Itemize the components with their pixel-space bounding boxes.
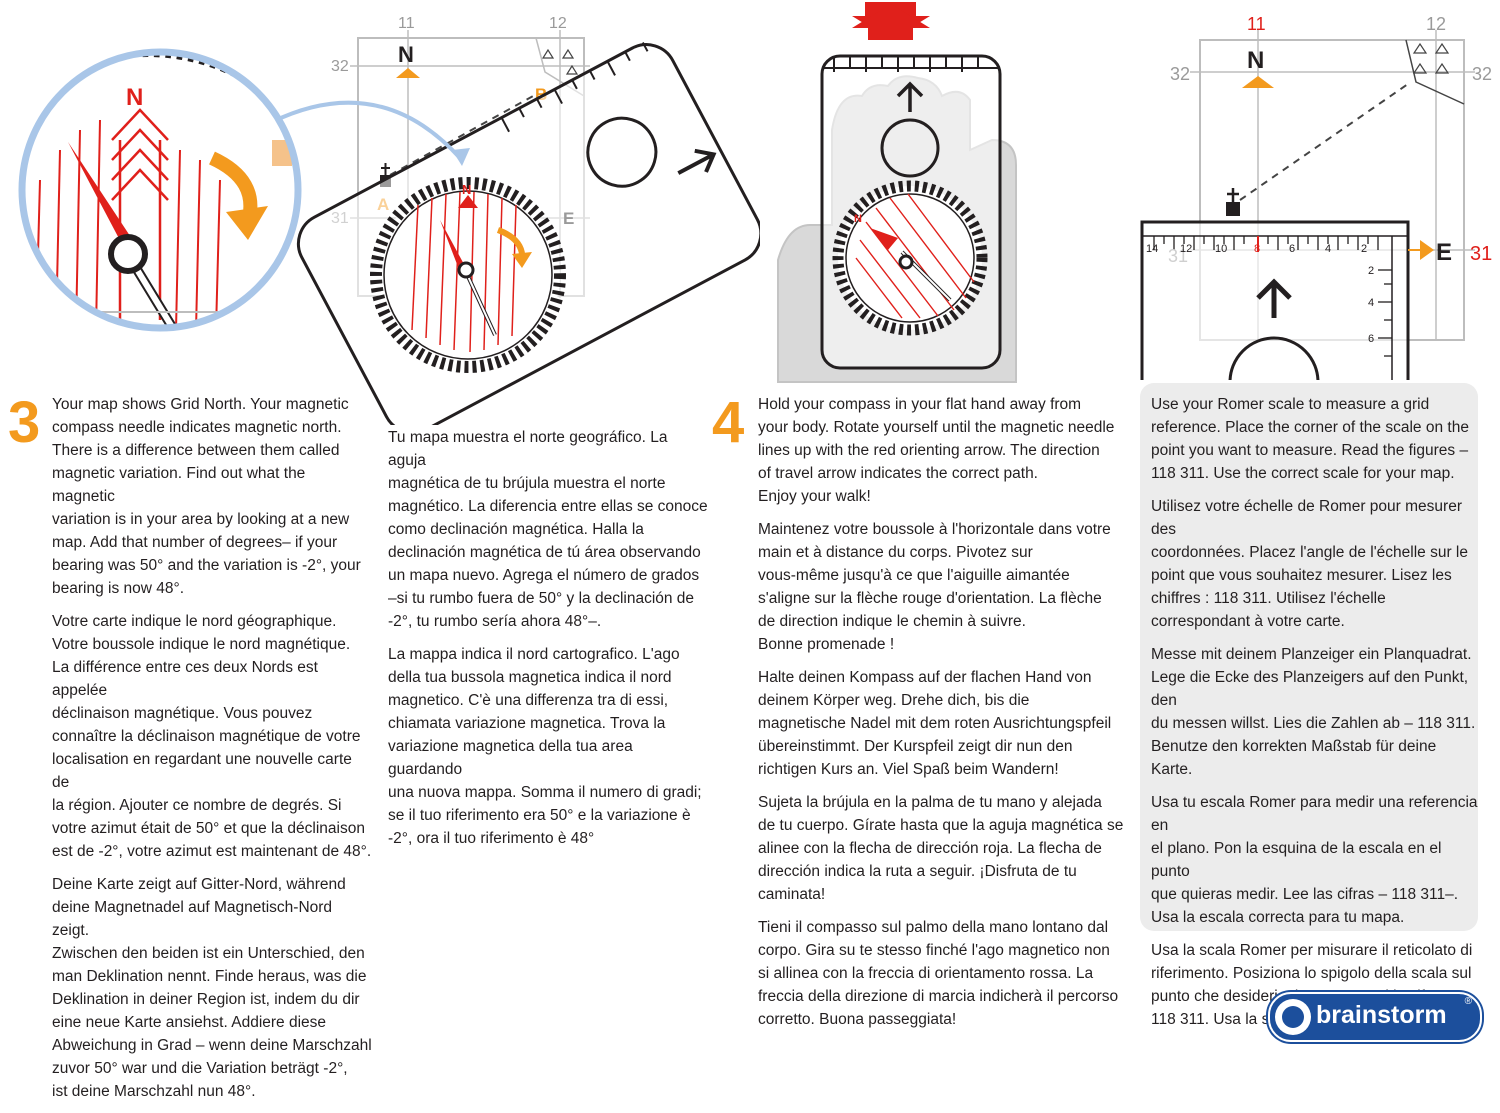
scale-label-10: 10: [1215, 243, 1227, 255]
romer-text-es: Usa tu escala Romer para medir una refer…: [1151, 794, 1478, 926]
scale-label-2: 2: [1361, 243, 1367, 255]
figure-hand-compass: N: [777, 2, 1017, 383]
scale-label-4: 4: [1325, 243, 1331, 255]
step3-text-it: La mappa indica il nord cartografico. L'…: [388, 646, 702, 847]
romer-text-column: Use your Romer scale to measure a grid r…: [1151, 393, 1481, 1041]
step3-text-column-right: Tu mapa muestra el norte geográfico. La …: [388, 426, 708, 860]
step4-text-fr: Maintenez votre boussole à l'horizontale…: [758, 521, 1111, 653]
grid-label-12: 12: [549, 15, 567, 32]
logo-ring-icon: [1275, 999, 1311, 1035]
grid-label-11: 11: [398, 15, 415, 32]
romer-text-de: Messe mit deinem Planzeiger ein Planquad…: [1151, 646, 1476, 778]
figure-map-declination: 11 12 32 31 N B A E N: [18, 15, 760, 425]
side-scale-label-2: 2: [1368, 265, 1374, 277]
step4-text-column: Hold your compass in your flat hand away…: [758, 393, 1128, 1041]
step-number-3: 3: [8, 390, 41, 455]
brainstorm-logo: brainstorm ®: [1268, 992, 1482, 1042]
logo-registered-mark: ®: [1464, 996, 1472, 1007]
step3-text-en: Your map shows Grid North. Your magnetic…: [52, 396, 361, 597]
romer-grid-label-12: 12: [1426, 14, 1446, 34]
step3-text-de: Deine Karte zeigt auf Gitter-Nord, währe…: [52, 876, 372, 1100]
scale-label-12: 12: [1180, 243, 1192, 255]
scale-label-14: 14: [1146, 243, 1158, 255]
side-scale-label-6: 6: [1368, 333, 1374, 345]
zoom-north-label: N: [126, 84, 143, 111]
romer-grid-label-32-right: 32: [1472, 64, 1492, 84]
east-label: E: [563, 209, 574, 228]
romer-text-fr: Utilisez votre échelle de Romer pour mes…: [1151, 498, 1468, 630]
romer-north-label: N: [1247, 47, 1264, 74]
romer-grid-label-32-left: 32: [1170, 64, 1190, 84]
step3-text-es: Tu mapa muestra el norte geográfico. La …: [388, 429, 708, 630]
svg-text:N: N: [462, 182, 471, 197]
step4-text-es: Sujeta la brújula en la palma de tu mano…: [758, 794, 1124, 903]
figure-romer-scale: 11 12 32 32 N 31 14 12 10 8 6 4 2 2: [1140, 14, 1492, 380]
logo-text: brainstorm: [1316, 1001, 1447, 1029]
scale-label-6: 6: [1289, 243, 1295, 255]
romer-text-en: Use your Romer scale to measure a grid r…: [1151, 396, 1469, 482]
step3-text-fr: Votre carte indique le nord géographique…: [52, 613, 372, 860]
side-scale-label-4: 4: [1368, 297, 1374, 309]
romer-east-label: E: [1436, 239, 1452, 266]
grid-label-32: 32: [331, 58, 349, 75]
step4-text-en: Hold your compass in your flat hand away…: [758, 396, 1115, 505]
step-number-4: 4: [712, 390, 745, 455]
romer-info-panel: [1140, 383, 1478, 931]
romer-grid-label-11: 11: [1247, 14, 1266, 34]
romer-faint-label: 31: [1168, 246, 1188, 266]
romer-east-value: 31: [1470, 243, 1492, 265]
step4-text-it: Tieni il compasso sul palmo della mano l…: [758, 919, 1119, 1028]
hand-compass-north-label: N: [854, 213, 862, 225]
step3-text-column-left: Your map shows Grid North. Your magnetic…: [52, 393, 372, 1113]
scale-label-8: 8: [1254, 243, 1260, 255]
north-label: N: [398, 42, 414, 67]
step4-text-de: Halte deinen Kompass auf der flachen Han…: [758, 669, 1112, 778]
